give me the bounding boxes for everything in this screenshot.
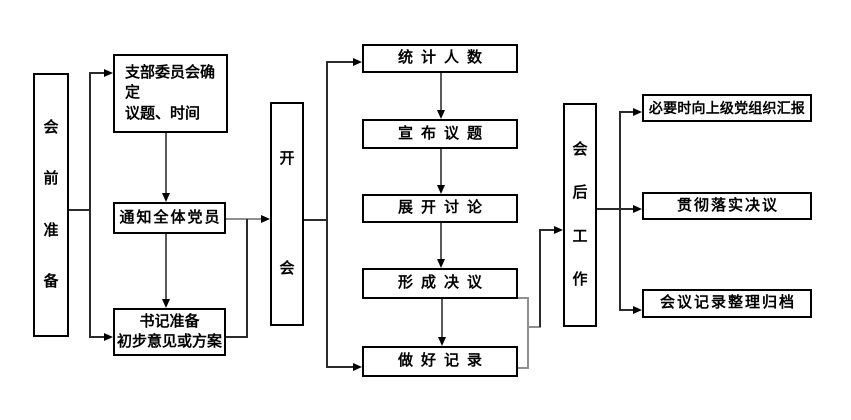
connector-meeting-stub bbox=[304, 219, 328, 221]
connector-pre-to-committee bbox=[89, 72, 105, 74]
connector-post-branch-vertical bbox=[619, 112, 621, 310]
arrowhead-into-secretary bbox=[104, 333, 113, 341]
step-secretary-line2: 初步意见或方案 bbox=[116, 333, 222, 350]
connector-pre-branch-vertical bbox=[89, 73, 91, 338]
stage-meeting-char: 会 bbox=[279, 259, 295, 277]
connector-resolution-to-record bbox=[441, 299, 443, 338]
connector-meeting-to-count bbox=[326, 61, 353, 63]
step-committee-line1: 支部委员会确定 bbox=[125, 64, 216, 102]
arrowhead-into-count bbox=[353, 58, 362, 66]
step-notify-label: 通知全体党员 bbox=[119, 208, 222, 226]
connector-post-to-implement bbox=[597, 208, 634, 210]
connector-resolution-record-join bbox=[527, 297, 529, 369]
connector-resolution-out bbox=[518, 297, 529, 299]
arrowhead-into-record-top bbox=[438, 337, 446, 346]
connector-to-post-horizontal bbox=[539, 229, 555, 231]
step-committee-line2: 议题、时间 bbox=[125, 104, 201, 122]
stage-post-char: 工 bbox=[572, 227, 588, 245]
stage-meeting-char: 开 bbox=[279, 149, 295, 167]
connector-discuss-to-resolution bbox=[440, 223, 442, 260]
connector-announce-to-discuss bbox=[440, 149, 442, 186]
connector-record-out bbox=[518, 367, 529, 369]
step-notify-box: 通知全体党员 bbox=[113, 202, 226, 234]
step-discuss-label: 展开讨论 bbox=[397, 199, 490, 217]
step-report-label: 必要时向上级党组织汇报 bbox=[648, 99, 806, 116]
step-archive-box: 会议记录整理归档 bbox=[642, 289, 812, 318]
step-secretary-box: 书记准备 初步意见或方案 bbox=[113, 308, 226, 356]
arrowhead-into-report bbox=[633, 108, 642, 116]
stage-meeting-box: 开 会 bbox=[270, 102, 304, 326]
connector-notify-to-secretary bbox=[165, 234, 167, 300]
arrowhead-into-archive bbox=[633, 306, 642, 314]
arrowhead-into-discuss bbox=[437, 185, 445, 194]
stage-pre-meeting-box: 会 前 准 备 bbox=[33, 73, 69, 337]
stage-post-meeting-box: 会 后 工 作 bbox=[563, 103, 597, 327]
connector-meeting-branch-vertical bbox=[326, 62, 328, 368]
step-discuss-box: 展开讨论 bbox=[362, 194, 518, 223]
connector-post-to-archive bbox=[619, 309, 634, 311]
connector-notify-to-meeting bbox=[226, 218, 261, 220]
connector-post-to-report bbox=[619, 111, 634, 113]
connector-secretary-stub bbox=[226, 336, 248, 338]
connector-to-post-vertical bbox=[539, 230, 541, 327]
step-implement-box: 贯彻落实决议 bbox=[642, 192, 812, 220]
arrowhead-into-implement bbox=[633, 205, 642, 213]
step-count-label: 统计人数 bbox=[397, 49, 490, 67]
arrowhead-into-record-left bbox=[353, 363, 362, 371]
connector-pre-stub bbox=[69, 209, 91, 211]
arrowhead-into-resolution bbox=[437, 259, 445, 268]
connector-pre-to-secretary bbox=[89, 336, 105, 338]
stage-post-char: 会 bbox=[572, 141, 588, 158]
connector-join-stub bbox=[527, 326, 541, 328]
step-archive-label: 会议记录整理归档 bbox=[659, 294, 796, 312]
step-resolution-label: 形成决议 bbox=[397, 274, 490, 292]
step-announce-label: 宣布议题 bbox=[397, 124, 490, 142]
step-secretary-line1: 书记准备 bbox=[139, 312, 200, 330]
arrowhead-into-post-meeting bbox=[554, 226, 563, 234]
stage-post-char: 后 bbox=[572, 184, 588, 202]
arrowhead-into-announce bbox=[437, 110, 445, 119]
step-resolution-box: 形成决议 bbox=[362, 268, 518, 299]
connector-meeting-to-record bbox=[326, 366, 353, 368]
stage-pre-char: 会 bbox=[43, 119, 59, 136]
stage-pre-char: 前 bbox=[43, 170, 59, 188]
arrowhead-into-notify bbox=[162, 193, 170, 202]
step-announce-box: 宣布议题 bbox=[362, 119, 518, 149]
stage-pre-char: 备 bbox=[43, 272, 59, 290]
stage-pre-char: 准 bbox=[43, 221, 59, 239]
step-report-box: 必要时向上级党组织汇报 bbox=[642, 94, 812, 122]
stage-post-char: 作 bbox=[572, 270, 588, 288]
connector-secretary-join-vertical bbox=[246, 219, 248, 338]
connector-committee-to-notify bbox=[165, 133, 167, 195]
step-implement-label: 贯彻落实决议 bbox=[676, 196, 779, 214]
step-record-label: 做好记录 bbox=[397, 352, 490, 370]
arrowhead-into-meeting bbox=[261, 215, 270, 223]
arrowhead-into-secretary-top bbox=[162, 299, 170, 308]
step-committee-box: 支部委员会确定 议题、时间 bbox=[113, 54, 228, 133]
arrowhead-into-committee bbox=[104, 69, 113, 77]
connector-count-to-announce bbox=[440, 73, 442, 111]
step-record-box: 做好记录 bbox=[362, 346, 518, 377]
step-count-box: 统计人数 bbox=[362, 44, 518, 73]
